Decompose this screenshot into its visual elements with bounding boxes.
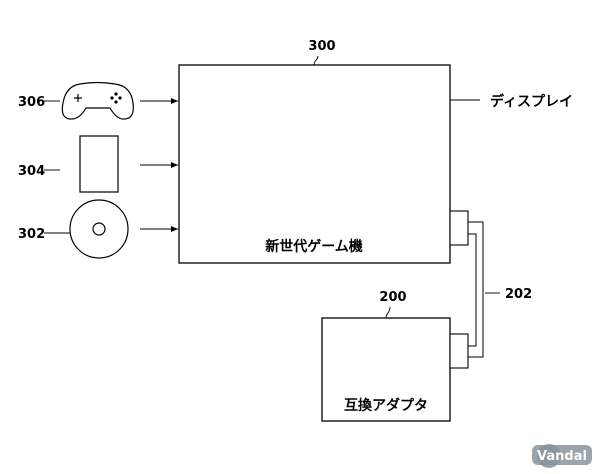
input-controller: 306 <box>18 81 178 120</box>
game-controller-icon <box>61 81 134 120</box>
memory-card-icon <box>79 135 119 193</box>
watermark-text: Vandal <box>537 449 587 464</box>
adapter-unit: 互換アダプタ <box>321 317 451 422</box>
adapter-ref: 200 <box>379 290 407 319</box>
ref-302: 302 <box>18 227 45 242</box>
ref-200: 200 <box>379 290 406 305</box>
display-output: ディスプレイ <box>450 93 573 110</box>
main-unit-connector <box>449 210 469 246</box>
main-unit-ref: 300 <box>308 39 336 66</box>
cable-202: 202 <box>468 221 532 358</box>
input-disc: 302 <box>18 199 178 259</box>
display-label: ディスプレイ <box>490 93 573 110</box>
ref-304: 304 <box>18 164 45 179</box>
main-unit-label: 新世代ゲーム機 <box>265 238 363 255</box>
watermark-logo: Vandal <box>532 444 592 468</box>
ref-300: 300 <box>308 39 335 54</box>
optical-disc-icon <box>69 199 129 259</box>
ref-306: 306 <box>18 95 45 110</box>
main-unit: 新世代ゲーム機 <box>178 64 451 264</box>
adapter-connector <box>449 333 469 369</box>
ref-202: 202 <box>505 287 532 302</box>
input-memory-card: 304 <box>18 135 178 193</box>
adapter-label: 互換アダプタ <box>344 397 428 414</box>
